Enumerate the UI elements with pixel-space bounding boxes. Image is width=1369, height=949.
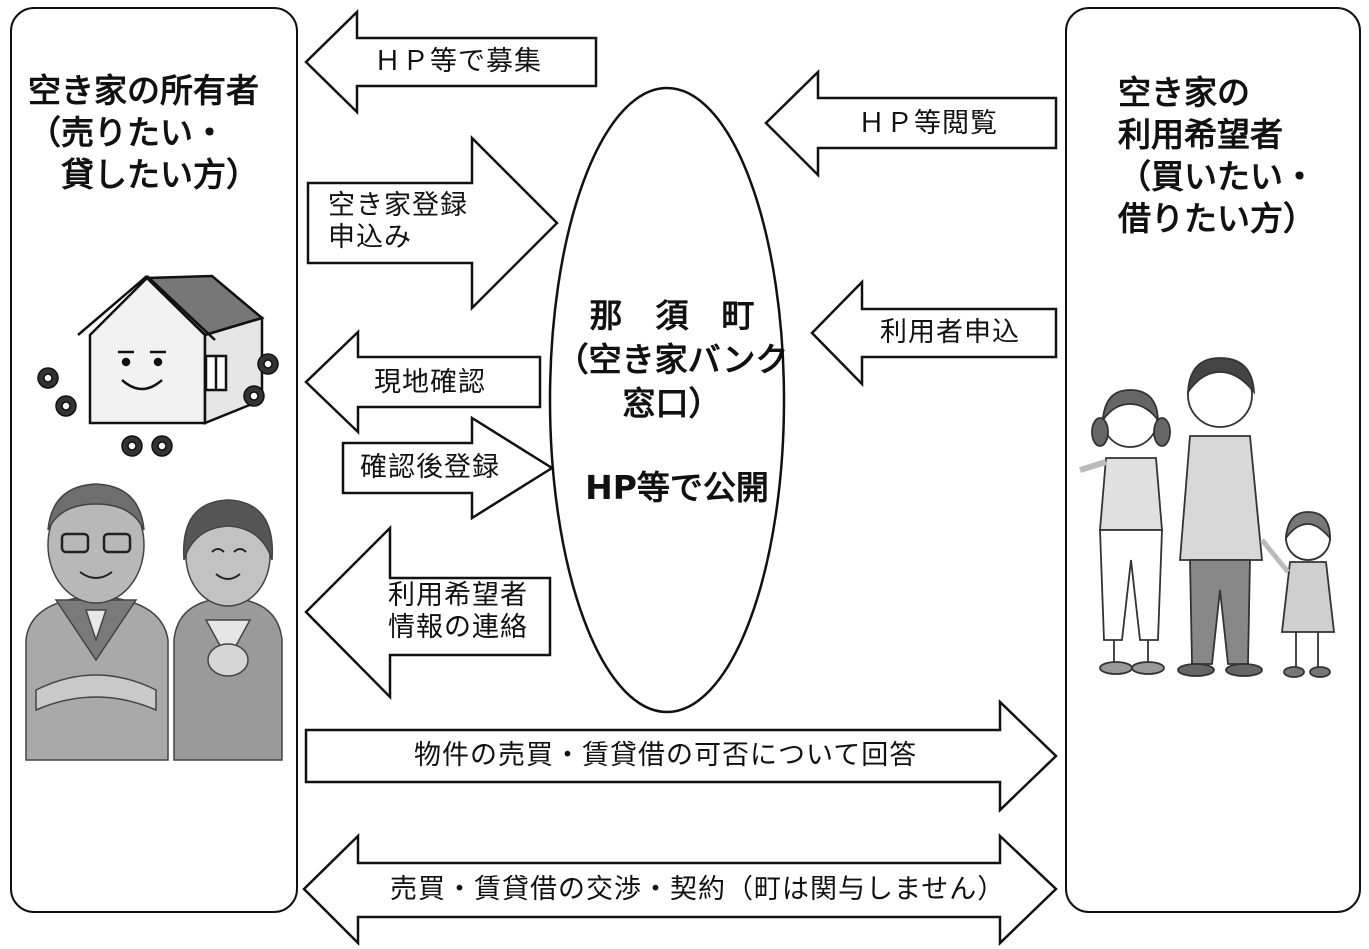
bank-window: （空き家バンク 窓口） [555, 340, 789, 423]
elderly-couple-illustration [25, 483, 283, 761]
label-answer: 物件の売買・賃貸借の可否について回答 [414, 740, 918, 771]
owner-panel [10, 7, 298, 913]
house-icon [77, 274, 265, 425]
arrow-answer [304, 699, 1058, 813]
owner-title: 空き家の所有者 （売りたい・ 貸したい方） [28, 71, 259, 194]
family-illustration [1079, 357, 1336, 678]
flower-icon [37, 353, 279, 457]
user-title: 空き家の 利用希望者 （買いたい・ 借りたい方） [1118, 73, 1316, 238]
label-recruit: ＨＰ等で募集 [374, 46, 542, 77]
arrow-site-check [304, 329, 542, 435]
label-register-after: 確認後登録 [360, 452, 500, 483]
arrow-contact [304, 524, 552, 701]
arrow-negotiate [302, 833, 1058, 947]
bank-name: 那 須 町 [589, 296, 755, 335]
label-browse: ＨＰ等閲覧 [858, 108, 998, 139]
arrow-browse [764, 69, 1058, 179]
arrow-register-after [341, 415, 555, 521]
bank-ellipse [548, 86, 786, 714]
bank-publish: HP等で公開 [585, 468, 769, 507]
label-user-apply: 利用者申込 [880, 317, 1020, 348]
label-register-apply: 空き家登録 申込み [328, 190, 468, 253]
arrow-register-apply [306, 134, 559, 312]
label-site-check: 現地確認 [374, 367, 486, 398]
arrow-recruit [304, 9, 598, 115]
arrow-user-apply [810, 278, 1058, 388]
label-negotiate: 売買・賃貸借の交渉・契約（町は関与しません） [390, 874, 1006, 905]
label-contact: 利用希望者 情報の連絡 [388, 580, 528, 643]
